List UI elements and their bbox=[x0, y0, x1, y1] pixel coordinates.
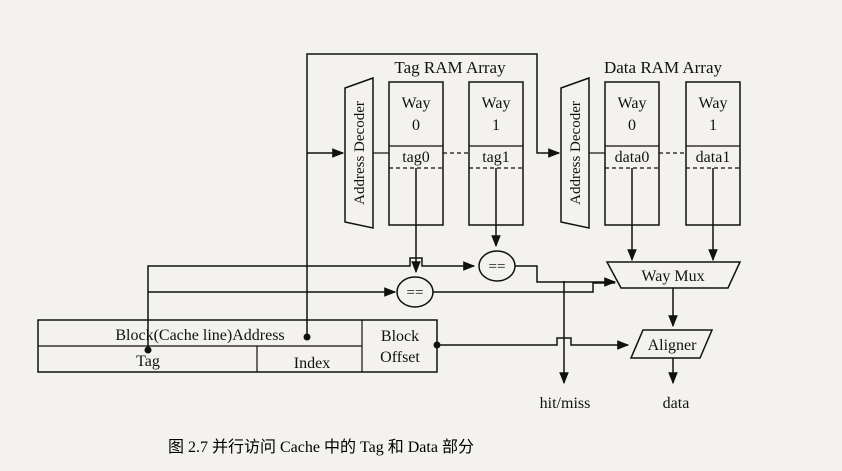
way-mux-label: Way Mux bbox=[641, 268, 704, 285]
data-output-wires bbox=[627, 168, 718, 262]
way-mux: Way Mux bbox=[605, 261, 742, 289]
data-way-0-num: 0 bbox=[628, 117, 636, 134]
block-offset-label-1: Block bbox=[381, 328, 419, 345]
tag-way-1-num: 1 bbox=[492, 117, 500, 134]
data-way-1-label: Way bbox=[699, 95, 728, 112]
tag0-entry: tag0 bbox=[402, 149, 430, 166]
address-register: Block(Cache line)Address Tag Index Block… bbox=[37, 319, 438, 373]
data-way-1-num: 1 bbox=[709, 117, 717, 134]
tag-way-0-label: Way bbox=[402, 95, 431, 112]
data-ram-title: Data RAM Array bbox=[604, 58, 723, 77]
data1-entry: data1 bbox=[696, 149, 731, 166]
svg-text:==: == bbox=[489, 259, 506, 275]
comparator-way-1: == bbox=[478, 250, 516, 282]
svg-text:==: == bbox=[407, 285, 424, 301]
data-decoder-label: Address Decoder bbox=[568, 101, 584, 205]
tag-ram-title: Tag RAM Array bbox=[394, 58, 506, 77]
data-way-0-label: Way bbox=[618, 95, 647, 112]
block-address-label: Block(Cache line)Address bbox=[115, 327, 284, 344]
tag1-entry: tag1 bbox=[482, 149, 510, 166]
tag-way-0-num: 0 bbox=[412, 117, 420, 134]
compare-output-wires bbox=[433, 265, 617, 385]
tag-decoder-label: Address Decoder bbox=[352, 101, 368, 205]
tag-field-label: Tag bbox=[136, 353, 160, 370]
offset-to-aligner-wire bbox=[437, 337, 630, 350]
tag-output-wires bbox=[411, 168, 501, 274]
tag-address-decoder bbox=[344, 76, 374, 229]
index-wires bbox=[306, 53, 686, 337]
comparator-way-0: == bbox=[396, 276, 434, 308]
data-output-label: data bbox=[663, 395, 690, 412]
data0-entry: data0 bbox=[615, 149, 650, 166]
tag-way-1-label: Way bbox=[482, 95, 511, 112]
tag-junction bbox=[144, 346, 152, 354]
hit-miss-label: hit/miss bbox=[540, 395, 591, 412]
offset-junction bbox=[433, 341, 441, 349]
tag-wires bbox=[147, 257, 476, 350]
index-field-label: Index bbox=[294, 355, 330, 372]
data-address-decoder bbox=[560, 76, 590, 229]
index-junction bbox=[303, 333, 311, 341]
figure-caption: 图 2.7 并行访问 Cache 中的 Tag 和 Data 部分 bbox=[168, 438, 474, 456]
aligner-label: Aligner bbox=[648, 337, 698, 354]
aligner: Aligner bbox=[629, 329, 714, 359]
block-offset-label-2: Offset bbox=[380, 349, 420, 366]
